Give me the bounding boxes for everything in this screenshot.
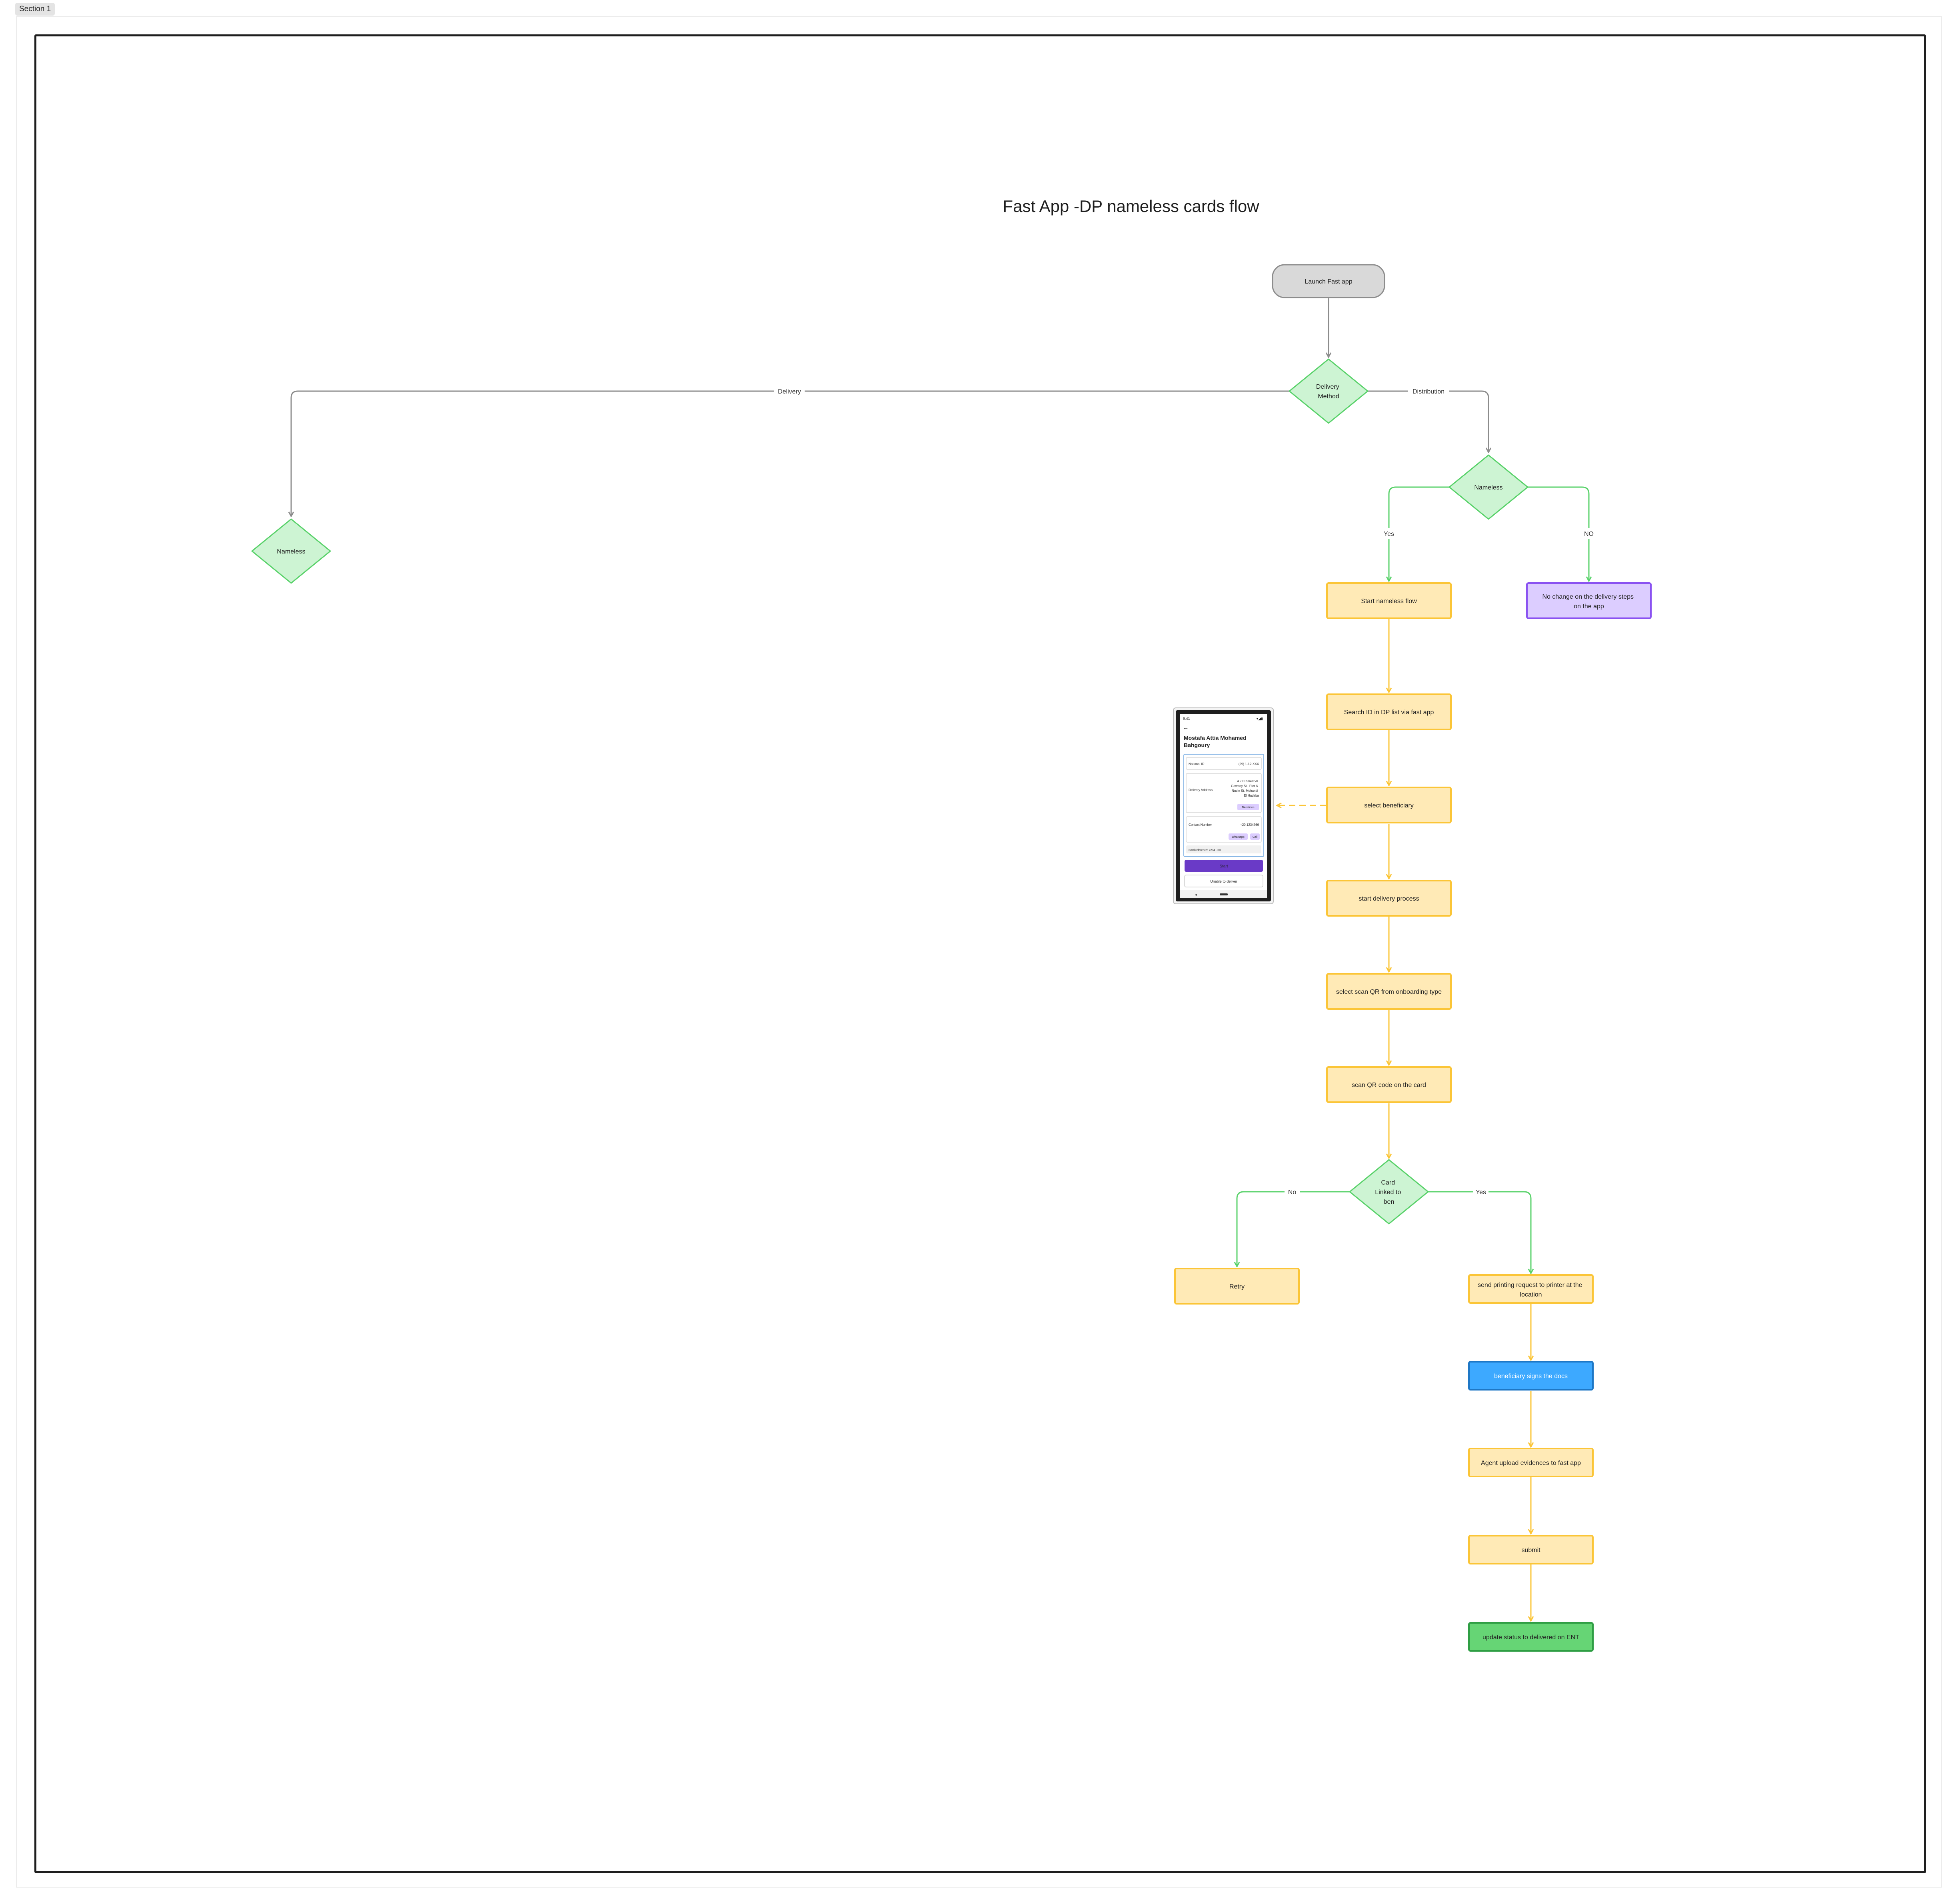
node-agent-upload-label: Agent upload evidences to fast app xyxy=(1481,1460,1581,1466)
node-submit[interactable]: submit xyxy=(1468,1535,1594,1564)
phone-mockup[interactable]: 9:41 ▾◢▮ ← Mostafa Attia Mohamed Bahgour… xyxy=(1173,707,1274,904)
phone-row4-label: Card reference: 2234 - 00 xyxy=(1189,849,1221,852)
node-start-nameless[interactable]: Start nameless flow xyxy=(1326,582,1452,619)
edge-label-yes-card: Yes xyxy=(1476,1189,1486,1196)
node-update-status[interactable]: update status to delivered on ENT xyxy=(1468,1622,1594,1652)
diagram-title: Fast App -DP nameless cards flow xyxy=(1003,197,1259,216)
node-search-id[interactable]: Search ID in DP list via fast app xyxy=(1326,693,1452,730)
node-nameless-right-label: Nameless xyxy=(1474,484,1502,491)
node-launch-label: Launch Fast app xyxy=(1305,278,1352,285)
node-start-nameless-label: Start nameless flow xyxy=(1361,598,1417,605)
unable-to-deliver-label: Unable to deliver xyxy=(1210,879,1237,883)
edge-card-yes xyxy=(1428,1191,1531,1273)
edge-label-delivery: Delivery xyxy=(778,388,801,395)
node-select-scan-qr[interactable]: select scan QR from onboarding type xyxy=(1326,973,1452,1010)
start-button-label: Start xyxy=(1219,864,1228,869)
edges xyxy=(291,298,1589,1620)
node-no-change-label: No change on the delivery steps on the a… xyxy=(1542,593,1635,610)
whatsapp-button-label: Whatsapp xyxy=(1232,836,1245,839)
start-button[interactable] xyxy=(1185,860,1263,872)
edge-distribution xyxy=(1368,390,1488,452)
edge-labels: Delivery Distribution Yes NO No Yes xyxy=(774,386,1596,1197)
node-nameless-right[interactable]: Nameless xyxy=(1449,454,1528,520)
phone-row3-label: Contact Number xyxy=(1189,823,1212,827)
back-arrow-icon[interactable]: ← xyxy=(1183,724,1189,731)
phone-status-icons: ▾◢▮ xyxy=(1257,717,1263,721)
directions-button-label: Directions xyxy=(1242,806,1255,809)
node-send-printing[interactable]: send printing request to printer at the … xyxy=(1468,1274,1594,1304)
whatsapp-button[interactable] xyxy=(1229,833,1248,840)
diagram-frame xyxy=(34,34,1926,1873)
node-beneficiary-signs-label: beneficiary signs the docs xyxy=(1494,1373,1568,1380)
phone-beneficiary-name: Mostafa Attia Mohamed Bahgoury xyxy=(1184,735,1248,748)
section-outline xyxy=(16,16,1942,1888)
edge-card-no xyxy=(1237,1191,1350,1266)
node-delivery-method[interactable]: Delivery Method xyxy=(1289,358,1369,424)
node-select-beneficiary-label: select beneficiary xyxy=(1364,802,1414,809)
unable-to-deliver-button[interactable] xyxy=(1184,875,1263,887)
node-delivery-method-label: Delivery Method xyxy=(1316,384,1341,400)
phone-row3-value: +20 1234566 xyxy=(1240,823,1259,827)
phone-row2-value: 4 7 El Sherif Al Gowany St., Pier & Nudi… xyxy=(1231,779,1259,797)
node-card-linked-label: Card Linked to ben xyxy=(1375,1179,1403,1205)
edge-label-no-nameless: NO xyxy=(1584,531,1594,537)
node-start-delivery-label: start delivery process xyxy=(1359,895,1419,902)
phone-row1-label: National ID xyxy=(1189,762,1205,766)
node-beneficiary-signs[interactable]: beneficiary signs the docs xyxy=(1468,1361,1594,1391)
node-search-id-label: Search ID in DP list via fast app xyxy=(1344,709,1434,716)
phone-row2-label: Delivery Address xyxy=(1189,788,1213,792)
edge-label-yes-nameless: Yes xyxy=(1384,531,1394,537)
nav-home-icon[interactable] xyxy=(1220,893,1228,895)
edge-nameless-no xyxy=(1528,486,1589,581)
phone-status-time: 9:41 xyxy=(1183,717,1190,721)
node-select-scan-qr-label: select scan QR from onboarding type xyxy=(1336,989,1442,995)
edge-delivery xyxy=(291,390,1289,516)
node-retry[interactable]: Retry xyxy=(1174,1268,1300,1305)
node-start-delivery[interactable]: start delivery process xyxy=(1326,880,1452,917)
node-send-printing-label: send printing request to printer at the … xyxy=(1478,1282,1584,1298)
node-launch[interactable]: Launch Fast app xyxy=(1272,264,1385,298)
node-agent-upload[interactable]: Agent upload evidences to fast app xyxy=(1468,1448,1594,1477)
node-update-status-label: update status to delivered on ENT xyxy=(1482,1634,1579,1641)
call-button[interactable] xyxy=(1250,833,1260,840)
node-nameless-left-label: Nameless xyxy=(277,548,305,555)
section-label[interactable]: Section 1 xyxy=(15,3,55,16)
directions-button[interactable] xyxy=(1237,804,1259,810)
node-no-change[interactable]: No change on the delivery steps on the a… xyxy=(1526,582,1652,619)
node-retry-label: Retry xyxy=(1229,1283,1245,1290)
phone-row1-value: (29) 1-12-XXX xyxy=(1239,762,1259,766)
edge-label-no-card: No xyxy=(1288,1189,1297,1196)
node-select-beneficiary[interactable]: select beneficiary xyxy=(1326,787,1452,823)
node-submit-label: submit xyxy=(1521,1547,1540,1554)
edge-label-distribution: Distribution xyxy=(1413,388,1445,395)
call-button-label: Call xyxy=(1253,836,1258,839)
edge-nameless-yes xyxy=(1389,486,1449,581)
node-card-linked[interactable]: Card Linked to ben xyxy=(1349,1159,1429,1225)
node-nameless-left[interactable]: Nameless xyxy=(251,518,331,584)
node-scan-qr-label: scan QR code on the card xyxy=(1352,1082,1426,1089)
nav-back-icon[interactable]: ◂ xyxy=(1195,893,1197,897)
node-scan-qr[interactable]: scan QR code on the card xyxy=(1326,1066,1452,1103)
